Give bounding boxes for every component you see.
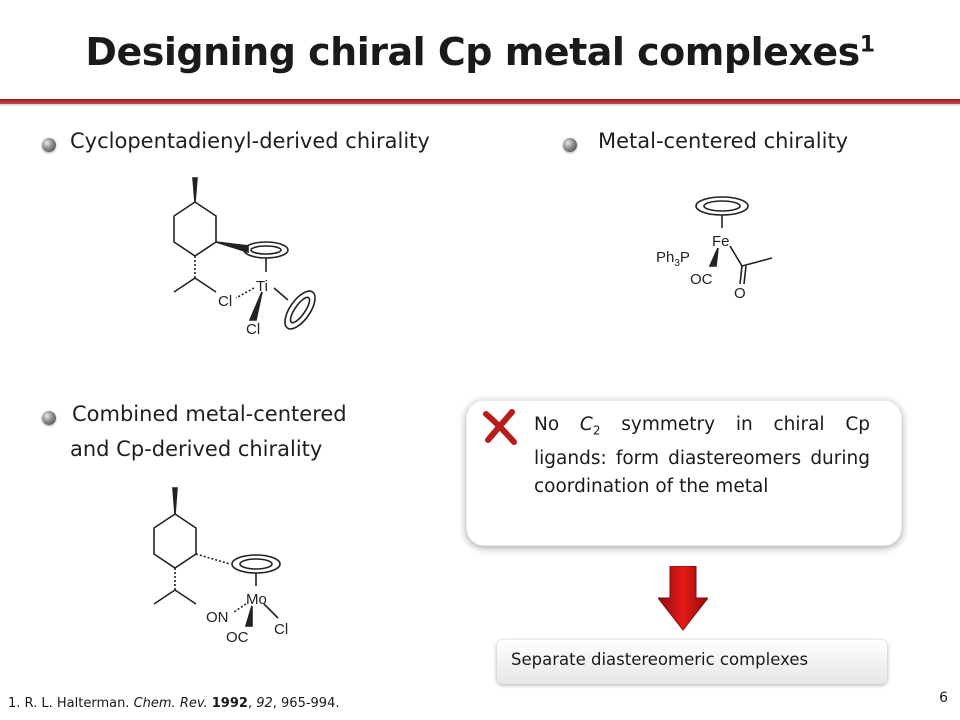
ferrocene-acyl-structure: Fe Ph3P OC O [656, 196, 773, 302]
mo-label: Mo [246, 591, 267, 608]
down-arrow-icon [658, 566, 708, 631]
oc-label: OC [226, 629, 249, 646]
callout-box [466, 400, 902, 546]
ti-label: Ti [256, 278, 268, 295]
pph3-label: Ph3P [656, 249, 690, 269]
titanocene-structure: Ti Cl Cl [173, 177, 316, 338]
oc-label: OC [690, 271, 713, 288]
result-box [497, 640, 887, 684]
result-text: Separate diastereomeric complexes [511, 650, 809, 669]
bullet-dot [42, 138, 56, 152]
slide-title-text: Designing chiral Cp metal complexes [85, 30, 860, 74]
title-divider [0, 99, 960, 104]
cl-label: Cl [274, 621, 288, 638]
callout-text: No C2 symmetry in chiral Cp ligands: for… [534, 414, 870, 497]
fe-label: Fe [712, 233, 730, 250]
bullet-combined-line2: and Cp-derived chirality [70, 437, 323, 461]
bullet-cp-derived: Cyclopentadienyl-derived chirality [70, 129, 430, 153]
title-footnote-ref: 1 [859, 32, 875, 58]
page-number: 6 [939, 690, 948, 706]
on-label: ON [206, 609, 229, 626]
bullet-dot [42, 411, 56, 425]
molybdenum-structure: Mo ON OC Cl [153, 487, 288, 646]
bullet-dot [563, 138, 577, 152]
o-label: O [734, 285, 746, 302]
cross-mark-icon [483, 409, 517, 445]
bullet-metal-centered: Metal-centered chirality [598, 129, 849, 153]
cl-label: Cl [218, 293, 232, 310]
footnote: 1. R. L. Halterman. Chem. Rev. 1992, 92,… [8, 696, 340, 711]
slide-title: Designing chiral Cp metal complexes1 [0, 30, 960, 74]
bullet-combined-line1: Combined metal-centered [72, 402, 347, 426]
cl-label: Cl [246, 321, 260, 338]
